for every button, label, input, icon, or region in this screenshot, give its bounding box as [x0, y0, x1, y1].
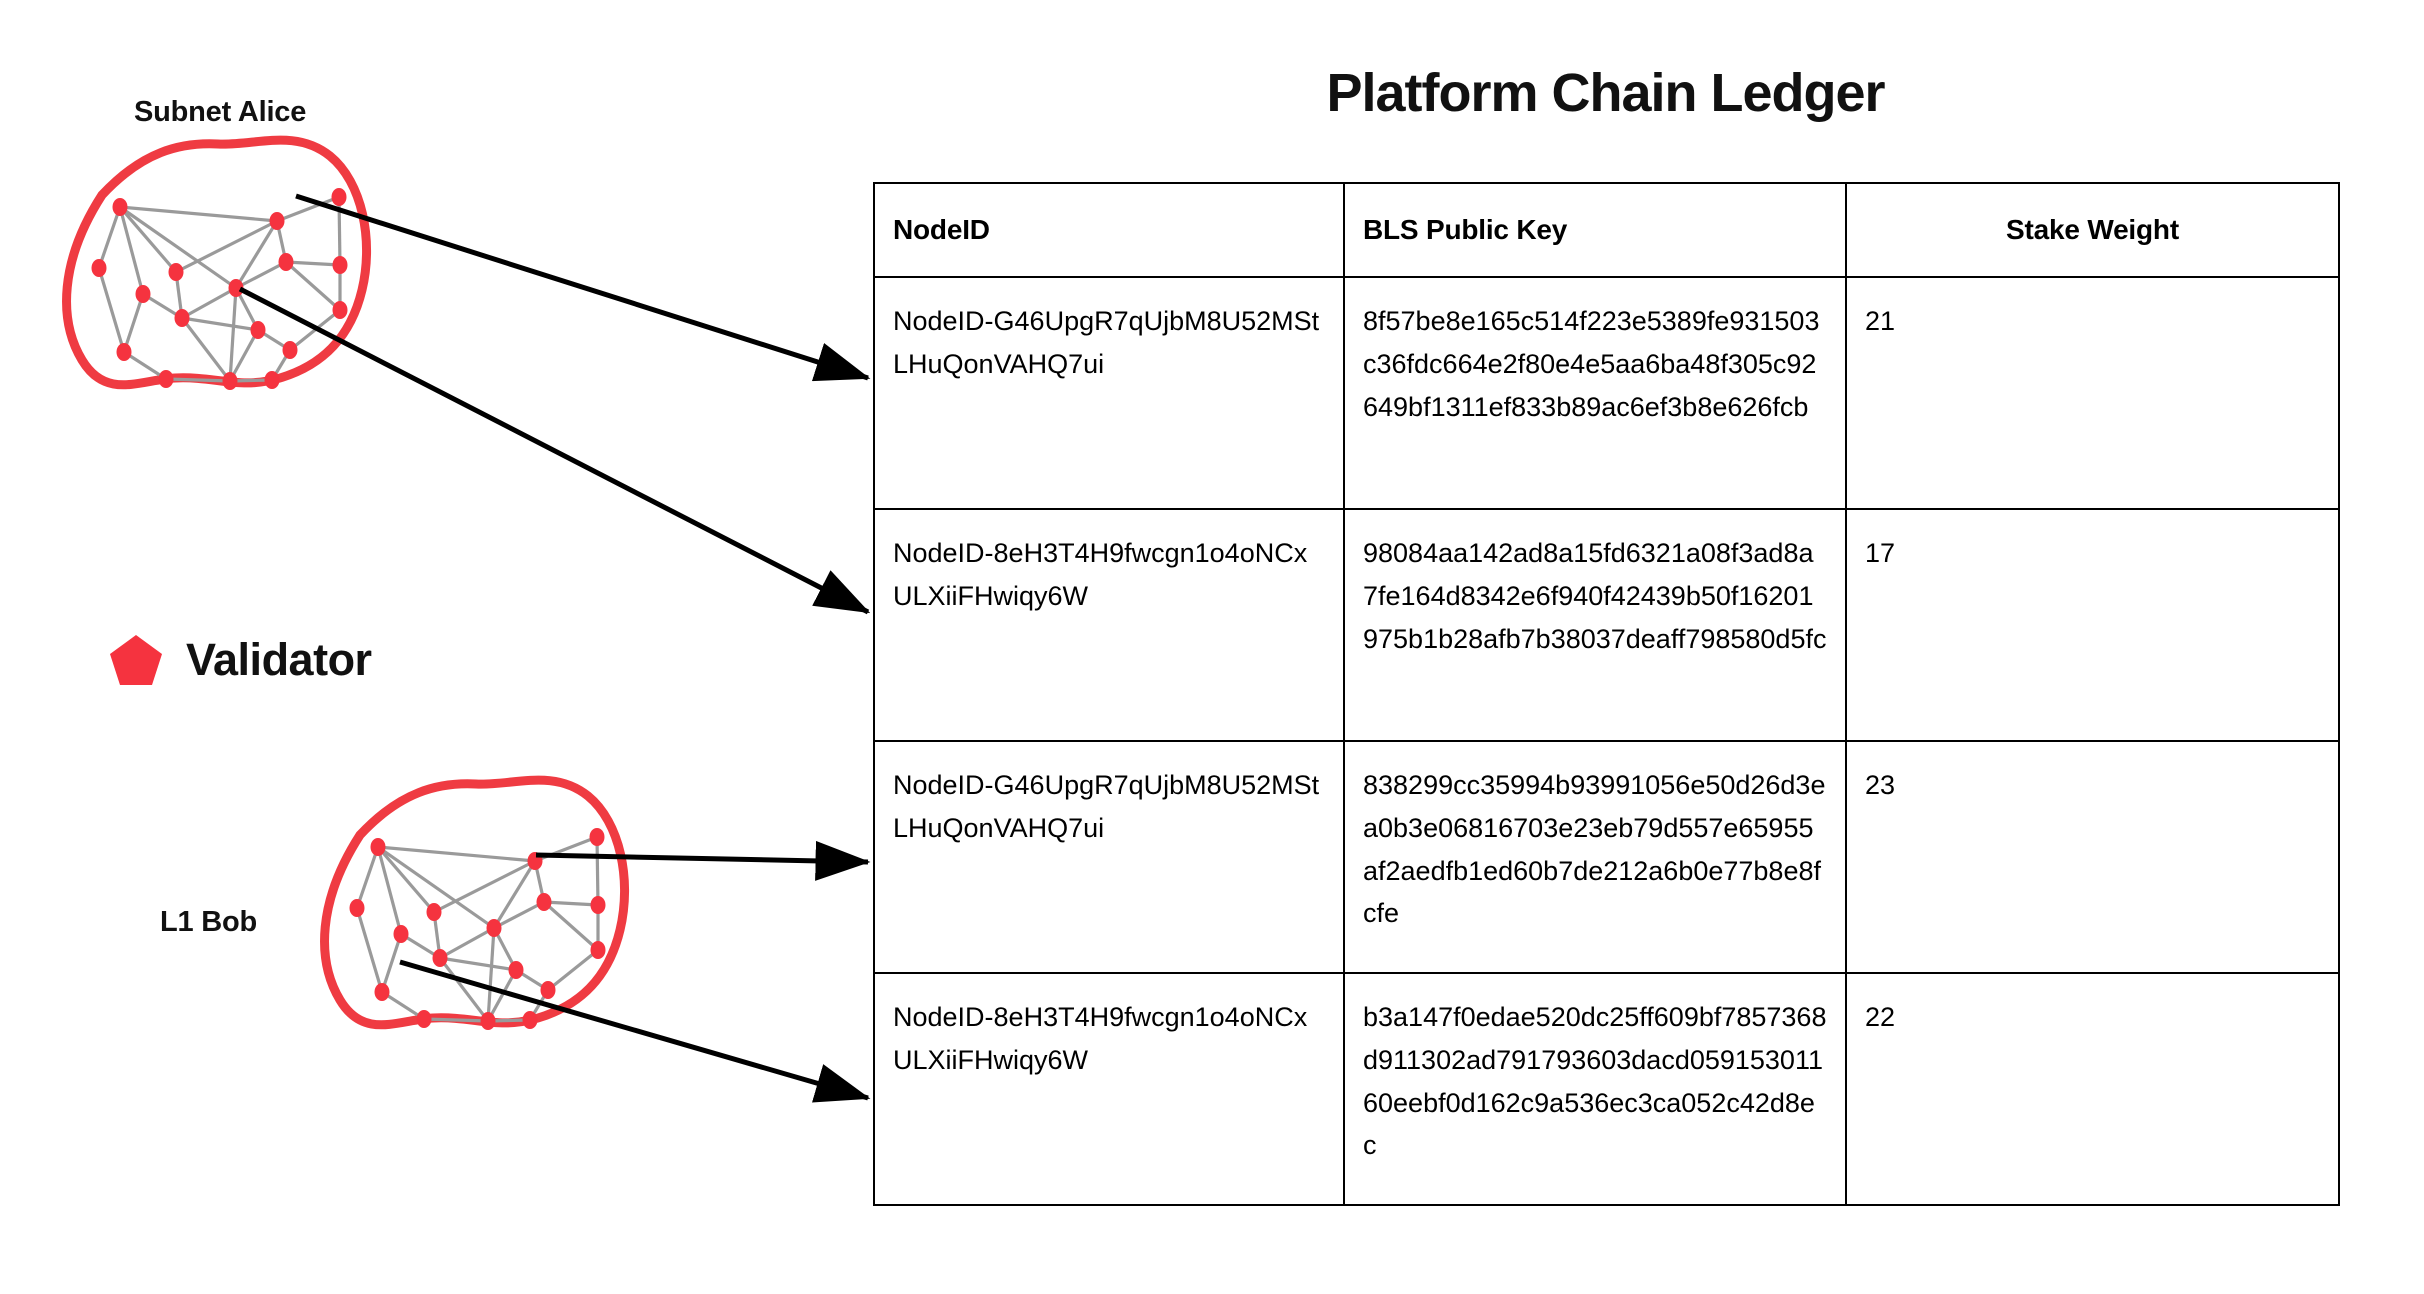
column-header-stake-weight: Stake Weight	[1845, 181, 2340, 279]
cell-nodeid: NodeID-G46UpgR7qUjbM8U52MStLHuQonVAHQ7ui	[873, 276, 1345, 511]
column-header-bls-public-key: BLS Public Key	[1343, 181, 1847, 279]
table-header-row: NodeID BLS Public Key Stake Weight	[873, 181, 2340, 279]
l1-bob-validators	[349, 828, 606, 1030]
l1-bob-edges	[355, 835, 600, 1023]
cell-bls-public-key: 98084aa142ad8a15fd6321a08f3ad8a7fe164d83…	[1343, 508, 1847, 743]
arrow-alice-to-row2	[238, 286, 871, 615]
column-header-nodeid: NodeID	[873, 181, 1345, 279]
cell-stake-weight: 22	[1845, 972, 2340, 1207]
table-row: NodeID-8eH3T4H9fwcgn1o4oNCxULXiiFHwiqy6W…	[873, 972, 2340, 1207]
subnet-alice-label: Subnet Alice	[134, 96, 307, 128]
validator-legend: Validator	[108, 633, 372, 687]
cell-nodeid: NodeID-G46UpgR7qUjbM8U52MStLHuQonVAHQ7ui	[873, 740, 1345, 975]
cell-bls-public-key: 8f57be8e165c514f223e5389fe931503c36fdc66…	[1343, 276, 1847, 511]
cell-stake-weight: 21	[1845, 276, 2340, 511]
arrow-alice-to-row1	[295, 193, 871, 382]
l1-bob-label: L1 Bob	[160, 906, 258, 938]
arrow-bob-to-row3	[535, 840, 871, 881]
table-row: NodeID-G46UpgR7qUjbM8U52MStLHuQonVAHQ7ui…	[873, 740, 2340, 975]
cell-bls-public-key: 838299cc35994b93991056e50d26d3ea0b3e0681…	[1343, 740, 1847, 975]
subnet-alice-group	[62, 135, 372, 390]
cell-stake-weight: 23	[1845, 740, 2340, 975]
validator-legend-label: Validator	[186, 634, 372, 685]
table-row: NodeID-8eH3T4H9fwcgn1o4oNCxULXiiFHwiqy6W…	[873, 508, 2340, 743]
l1-bob-group	[320, 775, 630, 1030]
pentagon-icon	[110, 635, 162, 685]
l1-bob-outline	[320, 775, 630, 1030]
table-row: NodeID-G46UpgR7qUjbM8U52MStLHuQonVAHQ7ui…	[873, 276, 2340, 511]
cell-stake-weight: 17	[1845, 508, 2340, 743]
subnet-alice-edges	[97, 195, 342, 383]
cell-nodeid: NodeID-8eH3T4H9fwcgn1o4oNCxULXiiFHwiqy6W	[873, 508, 1345, 743]
page-title: Platform Chain Ledger	[1326, 63, 1885, 123]
arrow-bob-to-row4	[399, 959, 871, 1103]
subnet-alice-validators	[91, 188, 348, 390]
platform-chain-ledger-table: NodeID BLS Public Key Stake Weight NodeI…	[873, 181, 2340, 1207]
cell-bls-public-key: b3a147f0edae520dc25ff609bf7857368d911302…	[1343, 972, 1847, 1207]
subnet-alice-outline	[62, 135, 372, 390]
cell-nodeid: NodeID-8eH3T4H9fwcgn1o4oNCxULXiiFHwiqy6W	[873, 972, 1345, 1207]
connector-arrows	[238, 193, 871, 1103]
